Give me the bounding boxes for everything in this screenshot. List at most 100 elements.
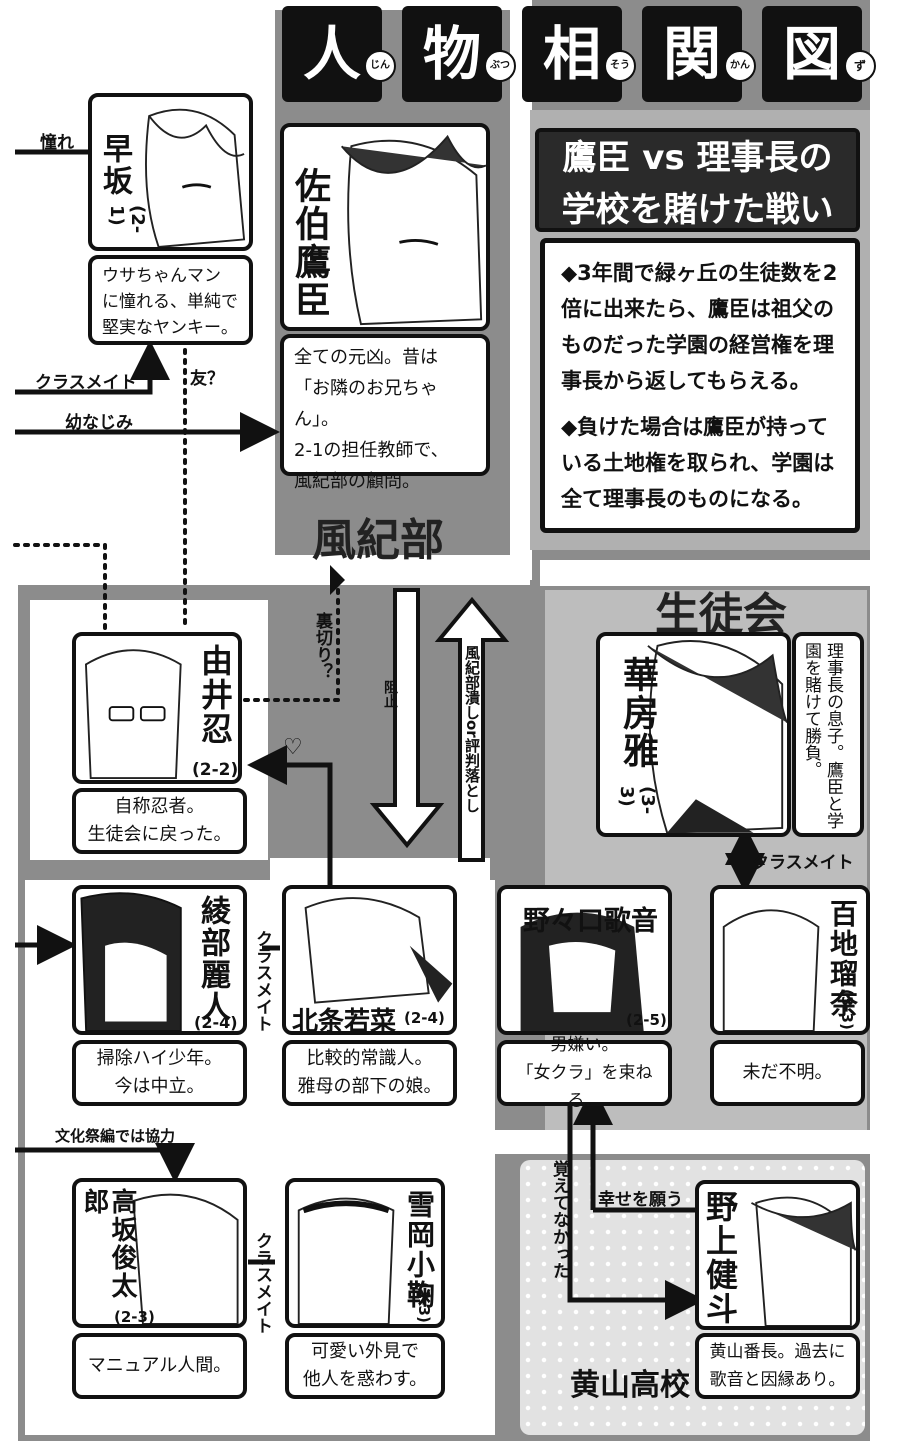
grade-ayabe: (2-4) — [194, 1013, 238, 1032]
grade-yui: (2-2) — [192, 760, 239, 780]
lane-right-strip — [870, 0, 900, 1441]
label-classmate-1: クラスメイト — [35, 373, 137, 393]
desc-saeki-line-3: 2-1の担任教師で、 — [294, 440, 449, 461]
label-fuuki-tsubushi: 風紀部潰しor評判落とし — [463, 645, 481, 813]
portrait-yui: 由井忍 (2-2) — [72, 632, 242, 784]
face-hanafusa-icon — [647, 640, 787, 833]
label-uragiri: 裏切り？ — [312, 612, 332, 680]
label-oboete: 覚えてなかった — [549, 1160, 569, 1279]
lane-top-mid — [275, 0, 520, 10]
grade-yukioka: (2-3) — [415, 1282, 433, 1323]
grade-kousaka: (2-3) — [114, 1308, 155, 1326]
label-tomo: 友？ — [190, 369, 224, 389]
lane-seitokai-top — [540, 560, 900, 586]
lane-bottom-h — [480, 1130, 900, 1154]
face-yui-icon — [84, 649, 182, 780]
face-ayabe-icon — [80, 892, 182, 1031]
name-hanafusa: 華房雅 — [617, 656, 659, 770]
desc-hojo: 比較的常識人。 雅母の部下の娘。 — [282, 1040, 457, 1106]
face-momochi-icon — [722, 909, 820, 1031]
desc-yukioka-line-1: 可愛い外見で — [311, 1341, 419, 1362]
desc-hayasaka-line-2: に憧れる、単純で — [102, 292, 238, 312]
label-heart: ♡ — [283, 735, 303, 760]
name-ayabe: 綾部麗人 — [195, 895, 230, 1023]
face-saeki-icon — [340, 134, 486, 326]
desc-nogami-line-1: 黄山番長。過去に — [709, 1342, 846, 1362]
desc-ayabe-line-1: 掃除ハイ少年。 — [96, 1048, 223, 1069]
label-classmate-2: クラスメイト — [252, 930, 272, 1032]
label-shiawase: 幸せを願う — [598, 1190, 683, 1210]
grade-hanafusa: (3-3) — [616, 786, 658, 815]
label-osananajimi: 幼なじみ — [65, 413, 133, 433]
grade-nonoguchi: (2-5) — [626, 1011, 667, 1029]
battle-rule-1: ◆3年間で緑ヶ丘の生徒数を2倍に出来たら、鷹臣は祖父のものだった学園の経営権を理… — [561, 261, 838, 393]
desc-saeki-line-2: 「お隣のお兄ちゃん」。 — [294, 378, 438, 430]
face-yukioka-icon — [297, 1197, 395, 1324]
desc-hojo-line-1: 比較的常識人。 — [306, 1048, 433, 1069]
lane-left-strip — [0, 570, 18, 1441]
lane-horizontal-upper — [0, 555, 530, 585]
portrait-saeki: 佐伯鷹臣 — [280, 123, 490, 331]
name-yui: 由井忍 — [196, 644, 234, 746]
desc-yukioka-line-2: 他人を惑わす。 — [302, 1369, 428, 1390]
name-hojo: 北条若菜 — [292, 1007, 397, 1035]
desc-hanafusa-text: 理事長の息子。鷹臣と学園を賭けて勝負。 — [801, 642, 843, 829]
desc-yui-line-2: 生徒会に戻った。 — [87, 824, 232, 845]
group-seitokai-title: 生徒会 — [655, 589, 787, 640]
desc-yui: 自称忍者。 生徒会に戻った。 — [72, 788, 247, 854]
name-nogami: 野上健斗 — [701, 1190, 739, 1326]
grade-hojo: (2-4) — [404, 1009, 445, 1027]
desc-hanafusa: 理事長の息子。鷹臣と学園を賭けて勝負。 — [792, 632, 864, 837]
desc-hojo-line-2: 雅母の部下の娘。 — [297, 1076, 442, 1097]
portrait-momochi: 百地瑠奈 (3-3) — [710, 885, 870, 1035]
desc-kousaka: マニュアル人間。 — [72, 1333, 247, 1399]
title-char-4: 関かん — [642, 6, 756, 102]
face-nonoguchi-icon — [520, 912, 644, 1031]
desc-yukioka: 可愛い外見で 他人を惑わす。 — [285, 1333, 445, 1399]
desc-nogami: 黄山番長。過去に 歌音と因縁あり。 — [695, 1333, 860, 1399]
desc-saeki: 全ての元凶。昔は 「お隣のお兄ちゃん」。 2-1の担任教師で、 風紀部の顧問。 — [280, 334, 490, 492]
desc-hayasaka-line-3: 堅実なヤンキー。 — [102, 318, 238, 338]
label-soshi: 阻止 — [382, 680, 398, 708]
lane-lower-h — [270, 858, 490, 882]
battle-title-line2: 学校を賭けた戦い — [561, 190, 834, 230]
portrait-hanafusa: 華房雅 (3-3) — [596, 632, 791, 837]
desc-nonoguchi-line-1: 男嫌い。 — [550, 1035, 619, 1055]
title-char-3: 相そう — [522, 6, 636, 102]
desc-kousaka-line-1: マニュアル人間。 — [87, 1355, 232, 1376]
face-nogami-icon — [751, 1196, 856, 1326]
name-saeki: 佐伯鷹臣 — [289, 167, 331, 319]
portrait-nonoguchi: 野々口歌音 (2-5) — [497, 885, 672, 1035]
battle-title: 鷹臣 vs 理事長の 学校を賭けた戦い — [535, 128, 860, 232]
desc-saeki-line-4: 風紀部の顧問。 — [294, 471, 420, 492]
label-akogare: 憧れ — [40, 133, 74, 153]
name-hayasaka: 早坂 — [97, 133, 132, 197]
label-classmate-4: クラスメイト — [252, 1232, 272, 1334]
desc-ayabe-line-2: 今は中立。 — [114, 1076, 205, 1097]
portrait-yukioka: 雪岡小鞠 (2-3) — [285, 1178, 445, 1328]
desc-saeki-line-1: 全ての元凶。昔は — [294, 347, 438, 368]
title-ruby-3: そう — [604, 50, 636, 82]
desc-momochi: 未だ不明。 — [710, 1040, 865, 1106]
label-classmate-3: クラスメイト — [752, 853, 854, 873]
face-hojo-icon — [304, 897, 453, 1004]
title-char-2: 物ぶつ — [402, 6, 516, 102]
name-yukioka: 雪岡小鞠 — [403, 1190, 436, 1310]
grade-hayasaka: (2-1) — [106, 205, 148, 234]
desc-hayasaka-line-1: ウサちゃんマン — [102, 266, 221, 286]
desc-nonoguchi: 男嫌い。 「女クラ」を束ねる。 — [497, 1035, 672, 1111]
grade-momochi: (3-3) — [838, 989, 856, 1030]
title-ruby-5: ず — [844, 50, 876, 82]
battle-rules: ◆3年間で緑ヶ丘の生徒数を2倍に出来たら、鷹臣は祖父のものだった学園の経営権を理… — [540, 238, 860, 533]
title-char-5: 図ず — [762, 6, 876, 102]
desc-hayasaka: ウサちゃんマン に憧れる、単純で 堅実なヤンキー。 — [88, 255, 253, 345]
group-fuuki-title: 風紀部 — [312, 515, 444, 566]
title-ruby-4: かん — [724, 50, 756, 82]
portrait-hayasaka: 早坂 (2-1) — [88, 93, 253, 251]
portrait-ayabe: 綾部麗人 (2-4) — [72, 885, 247, 1035]
face-kousaka-icon — [132, 1193, 239, 1324]
desc-yui-line-1: 自称忍者。 — [114, 796, 205, 817]
title-char-1: 人じん — [282, 6, 396, 102]
face-hayasaka-icon — [145, 108, 246, 247]
